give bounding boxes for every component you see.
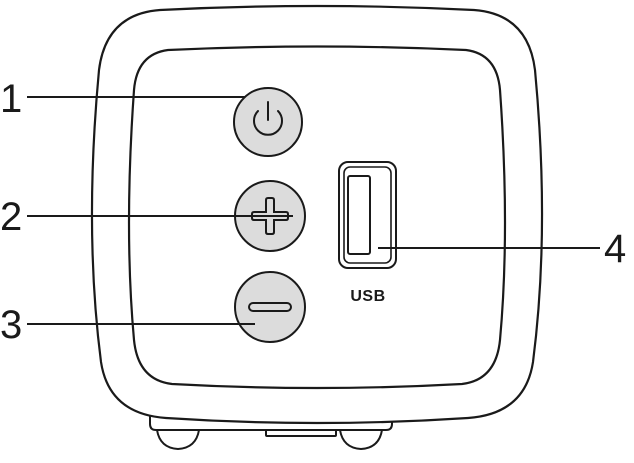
left-foot	[155, 429, 201, 451]
callout-number-2: 2	[0, 195, 22, 239]
plus-icon	[251, 197, 289, 235]
power-button[interactable]	[233, 87, 303, 157]
right-foot	[338, 429, 384, 451]
leader-lines	[27, 96, 600, 325]
control-panel	[127, 45, 507, 390]
volume-down-button[interactable]	[234, 271, 306, 343]
callout-number-3: 3	[0, 303, 22, 347]
minus-icon	[248, 302, 292, 312]
usb-label: USB	[350, 288, 385, 305]
callout-number-4: 4	[604, 227, 626, 271]
power-icon	[253, 101, 283, 136]
base-slot	[265, 429, 337, 437]
callout-number-1: 1	[0, 77, 22, 121]
usb-port[interactable]	[338, 161, 397, 269]
